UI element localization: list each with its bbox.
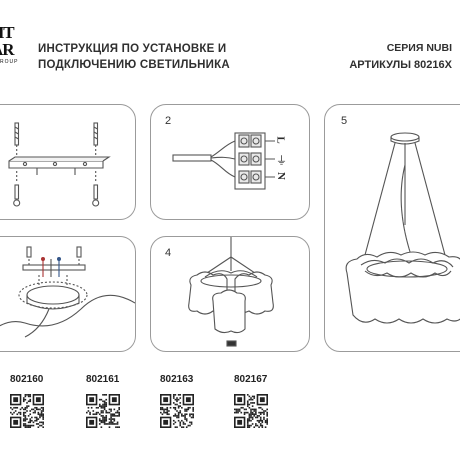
step-number: 5	[341, 115, 348, 127]
article-code-4: 802167	[234, 374, 268, 385]
step-5-panel: 5	[324, 104, 460, 352]
step-2-panel: 2 L ⏚ N	[150, 104, 310, 220]
qr-code-3	[160, 394, 194, 428]
step-number: 2	[165, 115, 172, 127]
title-line-1: ИНСТРУКЦИЯ ПО УСТАНОВКЕ И	[38, 43, 227, 55]
article-code-1: 802160	[10, 374, 44, 385]
brand-logo-line2: AR	[0, 40, 15, 59]
ground-icon: ⏚	[276, 155, 287, 167]
terminal-block-illustration	[172, 132, 275, 190]
series-name: СЕРИЯ NUBI	[386, 42, 452, 54]
article-code-3: 802163	[160, 374, 194, 385]
article-range: АРТИКУЛЫ 80216Х	[349, 59, 452, 71]
qr-code-1	[10, 394, 44, 428]
chandelier-illustration	[188, 237, 274, 347]
step-4-panel: 4	[150, 236, 310, 352]
step-number: 4	[165, 247, 172, 259]
mounting-bracket-illustration	[8, 122, 111, 207]
wire-label-l: L	[274, 136, 287, 144]
series-info: СЕРИЯ NUBI АРТИКУЛЫ 80216Х	[349, 40, 452, 74]
qr-code-4	[234, 394, 268, 428]
wire-label-n: N	[274, 172, 287, 180]
installed-chandelier-illustration	[345, 132, 460, 324]
brand-logo-line3: ROUP	[0, 59, 19, 65]
ceiling-mounting-illustration	[0, 246, 135, 338]
step-1-panel	[0, 104, 136, 220]
qr-code-2	[86, 394, 120, 428]
article-code-2: 802161	[86, 374, 120, 385]
brand-logo-line1: HT	[0, 23, 15, 42]
step-3-panel	[0, 236, 136, 352]
title-line-2: ПОДКЛЮЧЕНИЮ СВЕТИЛЬНИКА	[38, 59, 230, 71]
document-title: ИНСТРУКЦИЯ ПО УСТАНОВКЕ И ПОДКЛЮЧЕНИЮ СВ…	[38, 41, 230, 73]
brand-logo: HT AR ROUP	[0, 24, 24, 68]
